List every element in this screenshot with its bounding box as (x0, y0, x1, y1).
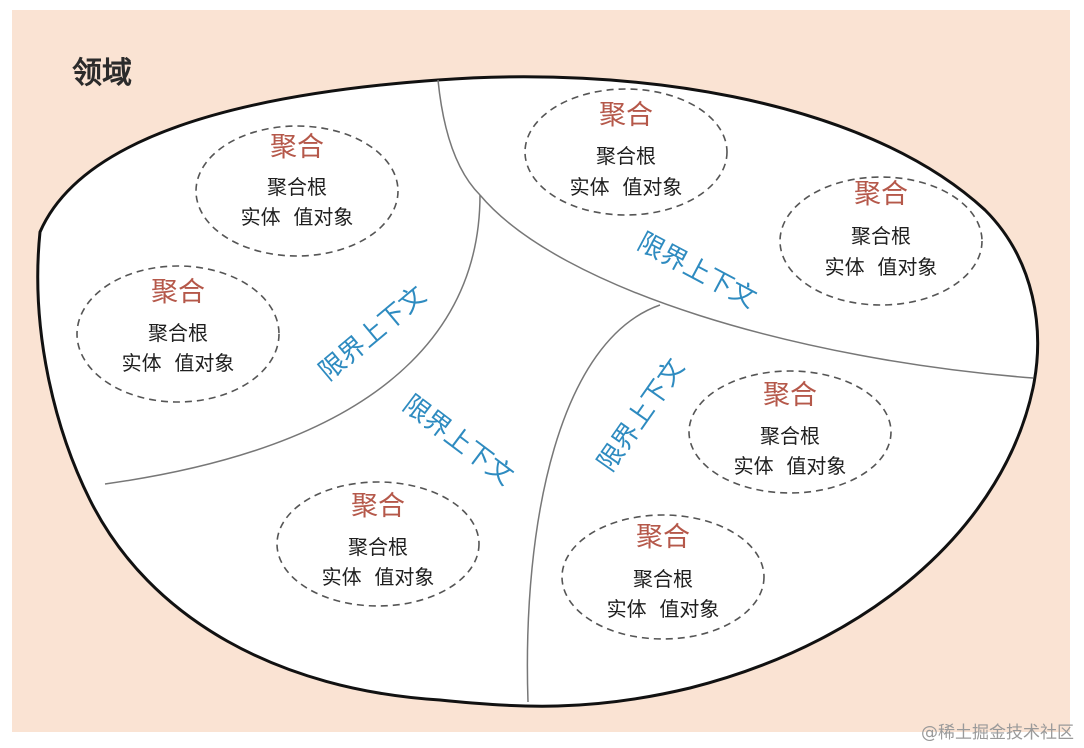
aggregate: 聚合 聚合根 实体 值对象 (195, 125, 399, 257)
aggregate-members: 实体 值对象 (122, 351, 235, 375)
aggregate-boundary (276, 481, 480, 607)
aggregate-members: 实体 值对象 (607, 597, 720, 621)
aggregate: 聚合 聚合根 实体 值对象 (561, 514, 765, 640)
aggregate-boundary (76, 265, 280, 403)
aggregate-members: 实体 值对象 (322, 565, 435, 589)
aggregate-members: 实体 值对象 (570, 175, 683, 199)
aggregate-title: 聚合 (599, 100, 653, 131)
aggregate-boundary (561, 514, 765, 640)
domain-label: 领域 (72, 56, 132, 91)
aggregate-members: 实体 值对象 (734, 454, 847, 478)
aggregate-boundary (779, 176, 983, 306)
watermark: @稀土掘金技术社区 (921, 723, 1074, 743)
aggregate-title: 聚合 (351, 491, 405, 522)
aggregate: 聚合 聚合根 实体 值对象 (276, 481, 480, 607)
aggregate-title: 聚合 (270, 132, 324, 163)
aggregate-boundary (688, 370, 892, 494)
aggregate-members: 实体 值对象 (825, 255, 938, 279)
aggregate-root: 聚合根 (348, 535, 408, 559)
context-divider-left (104, 194, 481, 485)
aggregate-boundary (195, 125, 399, 257)
aggregate-title: 聚合 (763, 380, 817, 411)
aggregate-title: 聚合 (151, 277, 205, 308)
aggregate-root: 聚合根 (148, 321, 208, 345)
domain-boundary (36, 75, 1040, 708)
aggregate-members: 实体 值对象 (241, 205, 354, 229)
context-divider-bottom (526, 304, 661, 703)
aggregate-root: 聚合根 (267, 175, 327, 199)
aggregate: 聚合 聚合根 实体 值对象 (524, 88, 728, 216)
context-divider-top-vertical (437, 79, 481, 196)
aggregate-title: 聚合 (636, 522, 690, 553)
aggregate-group: 聚合 聚合根 实体 值对象 聚合 聚合根 实体 值对象 聚合 聚合根 实体 值对… (76, 88, 983, 640)
context-divider-top-right (479, 194, 1034, 379)
aggregate-root: 聚合根 (851, 224, 911, 248)
aggregate-root: 聚合根 (596, 144, 656, 168)
aggregate: 聚合 聚合根 实体 值对象 (779, 176, 983, 306)
aggregate: 聚合 聚合根 实体 值对象 (688, 370, 892, 494)
aggregate-root: 聚合根 (760, 424, 820, 448)
aggregate: 聚合 聚合根 实体 值对象 (76, 265, 280, 403)
aggregate-boundary (524, 88, 728, 216)
aggregate-root: 聚合根 (633, 567, 693, 591)
aggregate-title: 聚合 (854, 179, 908, 210)
